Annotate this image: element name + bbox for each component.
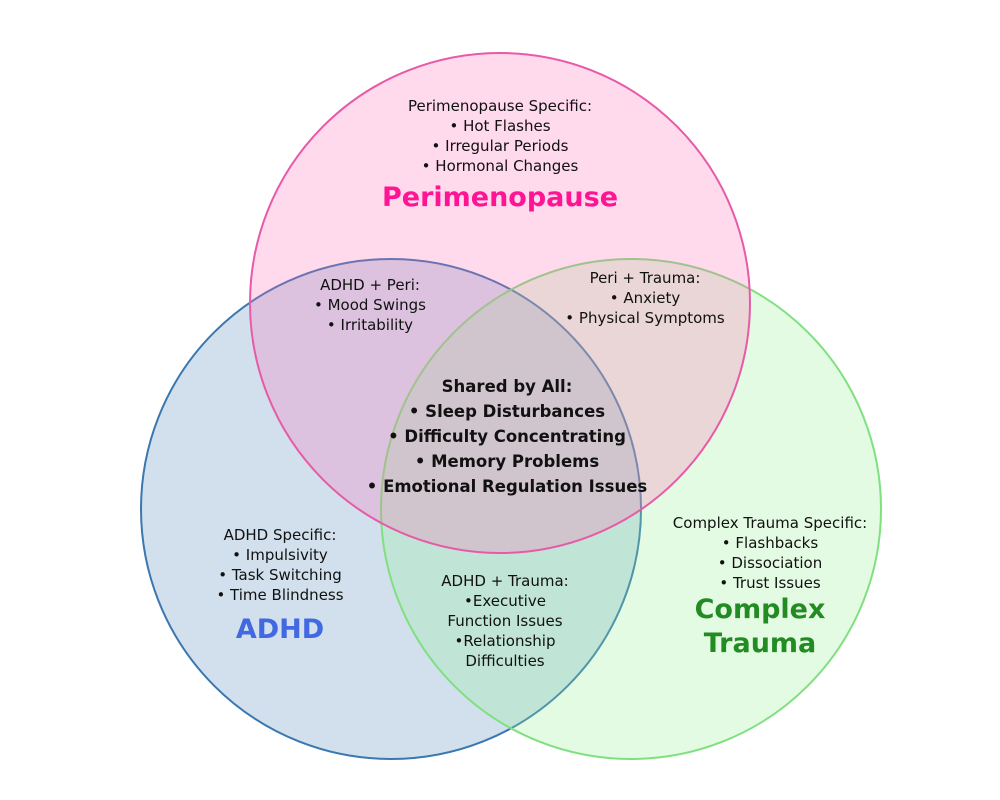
- perimenopause-title-line: Perimenopause: [381, 182, 619, 213]
- adhd-trauma-overlap-text-line: Difficulties: [465, 652, 545, 670]
- adhd-title: ADHD: [180, 613, 380, 647]
- perimenopause-specific-text-line: Perimenopause Specific:: [407, 97, 593, 115]
- shared-by-all-text-line: Shared by All:: [441, 377, 573, 396]
- adhd-trauma-overlap-text-line: Function Issues: [447, 612, 563, 630]
- trauma-specific-text-line: • Flashbacks: [721, 534, 819, 552]
- adhd-trauma-overlap-text-line: •Executive: [464, 592, 546, 610]
- perimenopause-title: Perimenopause: [300, 181, 700, 215]
- shared-by-all-text-line: • Difficulty Concentrating: [388, 427, 626, 446]
- trauma-title-line: Complex: [694, 594, 826, 625]
- shared-by-all-text-line: • Emotional Regulation Issues: [366, 477, 648, 496]
- adhd-specific-text: ADHD Specific: • Impulsivity • Task Switch…: [180, 525, 380, 605]
- perimenopause-specific-text-line: • Hormonal Changes: [421, 157, 579, 175]
- adhd-peri-overlap-text-line: • Mood Swings: [313, 296, 426, 314]
- adhd-peri-overlap-text: ADHD + Peri: • Mood Swings • Irritability: [270, 275, 470, 335]
- shared-by-all-text: Shared by All: • Sleep Disturbances • Diff…: [307, 374, 707, 499]
- trauma-specific-text-line: • Trust Issues: [719, 574, 821, 592]
- trauma-specific-text-line: • Dissociation: [717, 554, 823, 572]
- adhd-specific-text-line: • Time Blindness: [216, 586, 344, 604]
- trauma-specific-text-line: Complex Trauma Specific:: [672, 514, 868, 532]
- trauma-title-line: Trauma: [703, 628, 817, 659]
- peri-trauma-overlap-text-line: • Anxiety: [609, 289, 681, 307]
- perimenopause-specific-text-line: • Hot Flashes: [449, 117, 551, 135]
- peri-trauma-overlap-text: Peri + Trauma: • Anxiety • Physical Sympto…: [535, 268, 755, 328]
- trauma-specific-text: Complex Trauma Specific: • Flashbacks • Di…: [640, 513, 900, 593]
- shared-by-all-text-line: • Memory Problems: [414, 452, 600, 471]
- trauma-circle: [380, 258, 882, 760]
- perimenopause-specific-text: Perimenopause Specific: • Hot Flashes • Ir…: [340, 96, 660, 176]
- peri-trauma-overlap-text-line: • Physical Symptoms: [565, 309, 725, 327]
- adhd-peri-overlap-text-line: ADHD + Peri:: [320, 276, 420, 294]
- shared-by-all-text-line: • Sleep Disturbances: [408, 402, 606, 421]
- perimenopause-circle: [249, 52, 751, 554]
- adhd-specific-text-line: ADHD Specific:: [223, 526, 337, 544]
- adhd-trauma-overlap-text-line: ADHD + Trauma:: [441, 572, 569, 590]
- adhd-peri-overlap-text-line: • Irritability: [326, 316, 414, 334]
- adhd-specific-text-line: • Impulsivity: [232, 546, 328, 564]
- perimenopause-specific-text-line: • Irregular Periods: [431, 137, 569, 155]
- adhd-title-line: ADHD: [235, 614, 325, 645]
- adhd-specific-text-line: • Task Switching: [218, 566, 342, 584]
- peri-trauma-overlap-text-line: Peri + Trauma:: [589, 269, 701, 287]
- adhd-trauma-overlap-text-line: •Relationship: [454, 632, 556, 650]
